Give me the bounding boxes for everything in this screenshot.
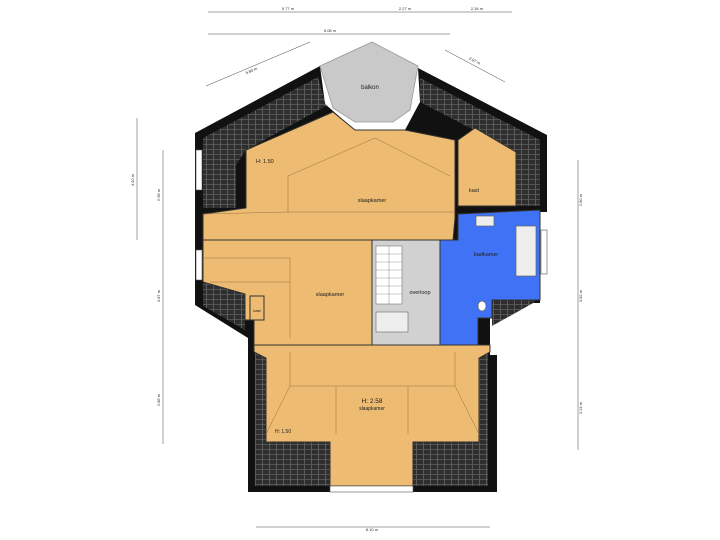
- bathroom-sink: [475, 215, 495, 227]
- dim-right-b: 3.82 m: [578, 289, 583, 302]
- slaapkamer-bottom-label: slaapkamer: [359, 406, 385, 412]
- bathroom: [439, 209, 541, 346]
- roof-tiles-right-top: [420, 78, 540, 206]
- dimension-lines: [136, 11, 579, 528]
- dim-right-c: 3.24 m: [578, 401, 583, 414]
- window-bottom: [329, 485, 414, 493]
- roof-tiles-bottom-left: [255, 352, 330, 486]
- height-label-top: H: 1.50: [256, 159, 274, 165]
- kast-label: kast: [469, 188, 480, 194]
- bedroom-top: [202, 111, 456, 241]
- landing-cabinet: [375, 311, 409, 333]
- toilet: [477, 300, 487, 312]
- dim-diag-left: 5.80 m: [245, 66, 259, 76]
- dim-diag-right: 2.97 m: [468, 56, 482, 66]
- window-right-bath: [540, 229, 548, 275]
- roof-slope-lines-top: [202, 137, 455, 215]
- slaapkamer-top-label: slaapkamer: [358, 198, 387, 204]
- roof-tiles-left-top: [203, 77, 326, 208]
- closet-middle-left: [249, 295, 265, 321]
- height-label-bottom-center: H: 2.58: [362, 398, 383, 405]
- balkon-label: balkon: [361, 85, 379, 91]
- staircase: [375, 245, 403, 305]
- window-left-mid: [195, 249, 203, 281]
- dim-top-b: 2.27 m: [399, 6, 412, 11]
- balcony-area: [319, 41, 419, 123]
- kast-small-label: kast: [253, 308, 261, 313]
- badkamer-label: badkamer: [474, 252, 499, 258]
- roof-tiles-bottom-right: [413, 352, 488, 486]
- roof-tiles-left-mid: [203, 282, 245, 330]
- roof-slope-lines-middle: [203, 257, 291, 338]
- roof-slope-lines-bottom: [265, 352, 480, 435]
- bathtub: [515, 225, 537, 277]
- closet-top-right: [457, 127, 517, 207]
- dim-top-total: 6.08 m: [324, 28, 337, 33]
- dim-right-a: 2.80 m: [578, 193, 583, 206]
- dim-bottom: 8.10 m: [366, 527, 379, 532]
- window-left-top: [195, 149, 203, 191]
- dim-top-c: 2.34 m: [471, 6, 484, 11]
- dim-left-a: 2.58 m: [156, 188, 161, 201]
- dim-left-b: 3.87 m: [156, 289, 161, 302]
- overloop-label: overloop: [409, 290, 430, 296]
- dim-left-c: 2.88 m: [156, 393, 161, 406]
- dim-left-outer: 4.50 m: [130, 173, 135, 186]
- slaapkamer-middle-label: slaapkamer: [316, 292, 345, 298]
- dim-top-a: 5.77 m: [282, 6, 295, 11]
- height-label-bottom-left: H: 1.50: [275, 429, 291, 435]
